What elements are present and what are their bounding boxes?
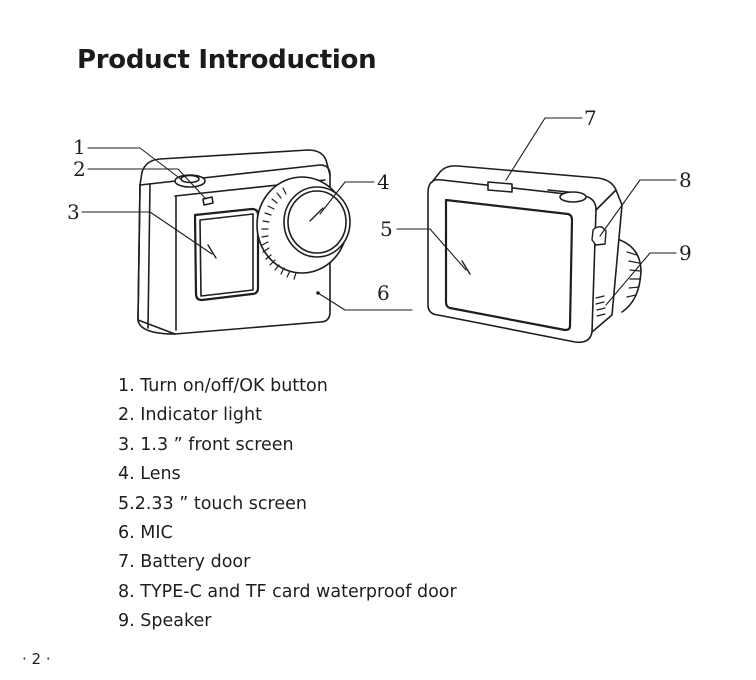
component-item-mic: 6. MIC — [118, 519, 457, 548]
component-item-lens: 4. Lens — [118, 460, 457, 489]
back-camera-illustration — [428, 166, 641, 342]
component-item-speaker: 9. Speaker — [118, 607, 457, 636]
component-list: 1. Turn on/off/OK button 2. Indicator li… — [118, 372, 457, 637]
front-camera-illustration — [138, 150, 350, 334]
callout-4: 4 — [377, 170, 390, 194]
callout-1: 1 — [73, 135, 86, 159]
callout-7: 7 — [584, 106, 597, 130]
component-item-indicator-light: 2. Indicator light — [118, 401, 457, 430]
component-item-front-screen: 3. 1.3 ” front screen — [118, 431, 457, 460]
callout-3: 3 — [67, 200, 80, 224]
component-item-power-button: 1. Turn on/off/OK button — [118, 372, 457, 401]
callout-2: 2 — [73, 157, 86, 181]
component-item-battery-door: 7. Battery door — [118, 548, 457, 577]
callout-6: 6 — [377, 281, 390, 305]
component-item-waterproof-door: 8. TYPE-C and TF card waterproof door — [118, 578, 457, 607]
callout-8: 8 — [679, 168, 692, 192]
page-number: · 2 · — [22, 650, 51, 668]
component-item-touch-screen: 5.2.33 ” touch screen — [118, 490, 457, 519]
callout-5: 5 — [380, 217, 393, 241]
callout-9: 9 — [679, 241, 692, 265]
